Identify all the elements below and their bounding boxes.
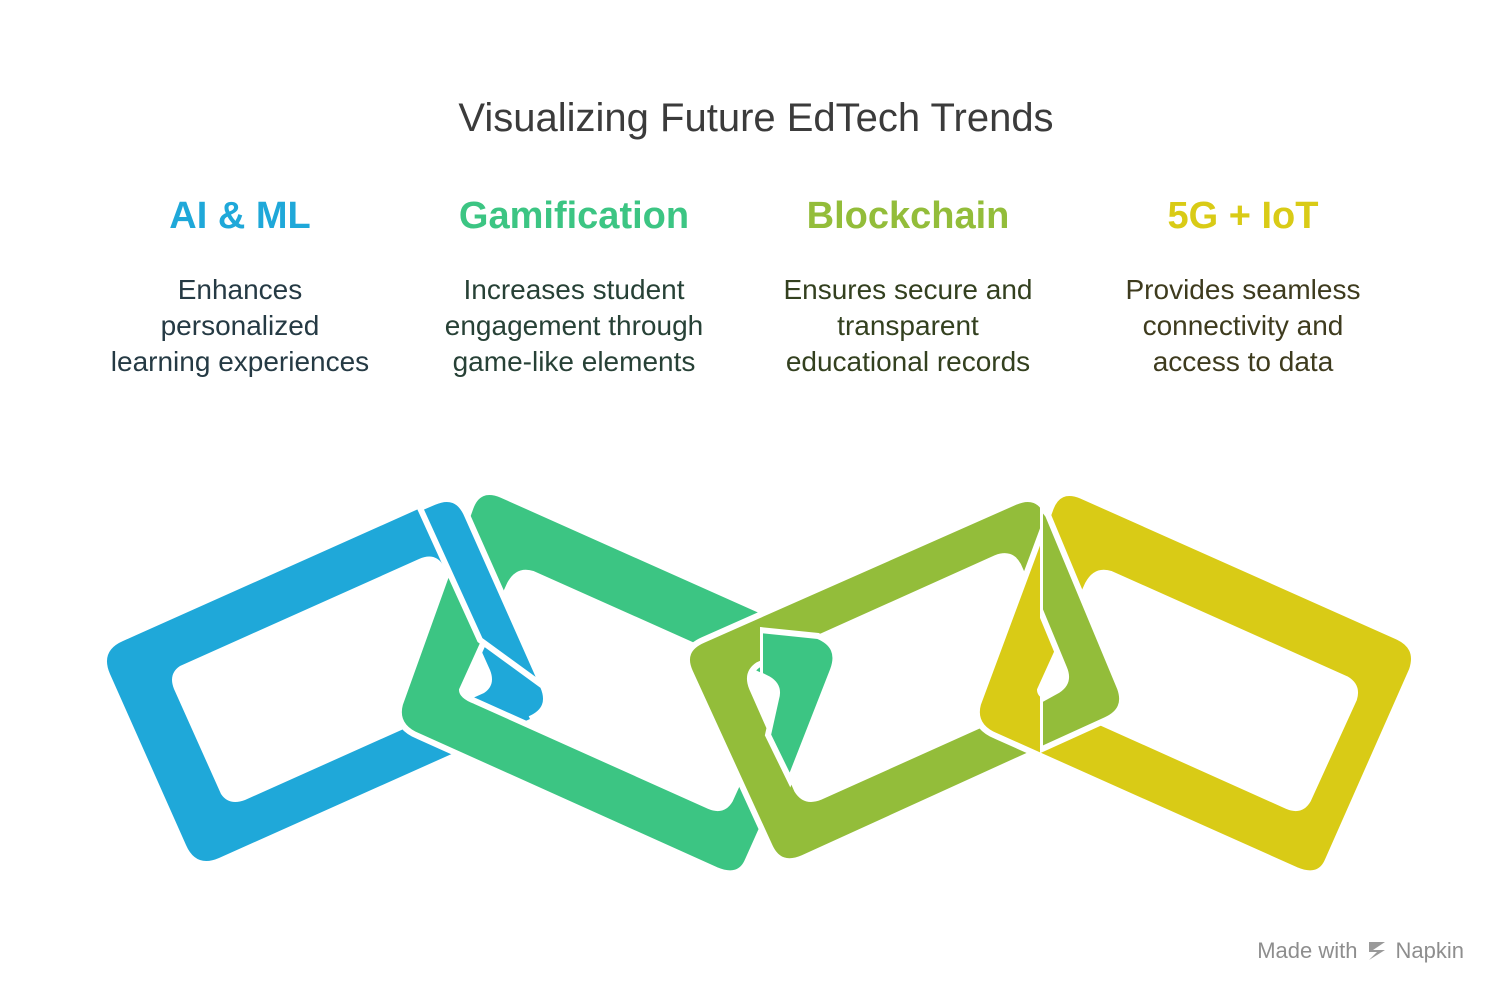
made-with-footer: Made with Napkin <box>1257 938 1464 964</box>
chain-link-ai-ml-overlap <box>416 496 552 722</box>
description-line: personalized <box>160 310 320 341</box>
made-with-label: Made with <box>1257 938 1358 963</box>
napkin-brand-label: Napkin <box>1395 938 1464 963</box>
description-line: access to data <box>1152 346 1334 377</box>
trend-ai-ml: AI & ML Enhances personalized learning e… <box>80 190 400 380</box>
chain-link-overlap-shape <box>416 496 552 722</box>
description-line: Provides seamless <box>1125 274 1361 305</box>
trend-heading: AI & ML <box>169 195 311 237</box>
trend-description: Enhances personalized learning experienc… <box>80 272 400 380</box>
description-line: transparent <box>837 310 979 341</box>
chain-link-overlap-shape <box>1040 500 1126 754</box>
trend-heading: Gamification <box>458 195 690 237</box>
napkin-logo-icon <box>1366 939 1388 963</box>
trend-heading: Blockchain <box>806 195 1010 237</box>
chain-link-gamification-overlap <box>760 626 839 788</box>
chain-link-overlap-shape <box>760 626 839 788</box>
description-line: connectivity and <box>1142 310 1344 341</box>
trend-description: Increases student engagement through gam… <box>414 272 734 380</box>
trend-description: Provides seamless connectivity and acces… <box>1083 272 1403 380</box>
description-line: educational records <box>785 346 1031 377</box>
description-line: Increases student <box>463 274 685 305</box>
chain-link-shape <box>106 498 547 862</box>
description-line: game-like elements <box>452 346 696 377</box>
page-title: Visualizing Future EdTech Trends <box>458 96 1054 140</box>
description-line: engagement through <box>444 310 704 341</box>
trend-heading: 5G + IoT <box>1167 195 1319 237</box>
trend-5g-iot: 5G + IoT Provides seamless connectivity … <box>1083 190 1403 380</box>
trend-gamification: Gamification Increases student engagemen… <box>414 190 734 380</box>
description-line: learning experiences <box>110 346 370 377</box>
trend-description: Ensures secure and transparent education… <box>748 272 1068 380</box>
description-line: Enhances <box>177 274 303 305</box>
chain-link-ai-ml <box>106 498 547 862</box>
trend-blockchain: Blockchain Ensures secure and transparen… <box>748 190 1068 380</box>
description-line: Ensures secure and <box>783 274 1033 305</box>
chain-link-blockchain-overlap <box>1040 500 1126 754</box>
